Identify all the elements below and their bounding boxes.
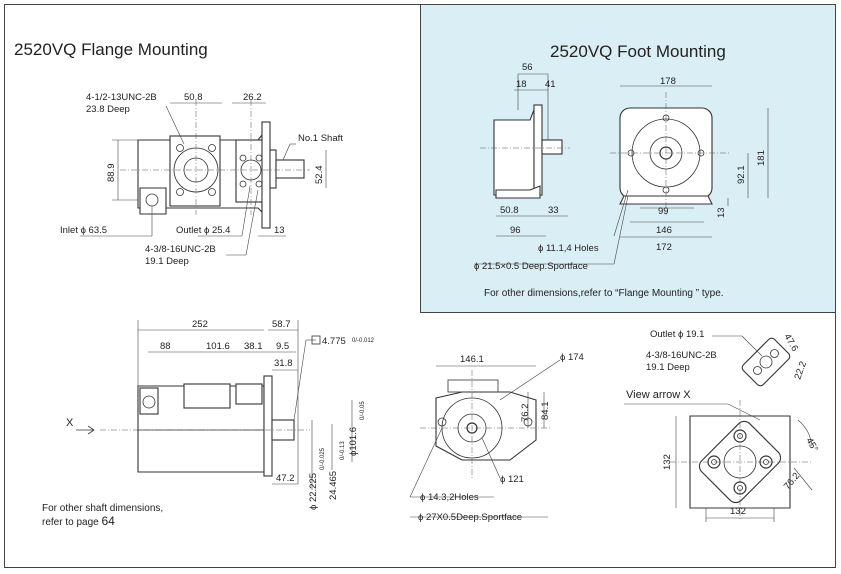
flange-outlet-label: Outlet ϕ 25.4	[176, 225, 230, 236]
shaft-note: For other shaft dimensions, refer to pag…	[42, 503, 163, 529]
shaft-note-line1: For other shaft dimensions,	[42, 503, 164, 514]
flange-shaft-label: No.1 Shaft	[298, 133, 343, 144]
flange-outlet-thread-label: 4-3/8-16UNC-2B	[145, 244, 216, 255]
foot-dim-41: 41	[545, 79, 556, 90]
side-dim-22-225: ϕ 22.225	[308, 473, 319, 510]
shaft-note-page: 64	[101, 514, 115, 528]
view-arrow-label: View arrow X	[626, 389, 691, 401]
foot-dim-33: 33	[548, 205, 559, 216]
flange-dim-88-9: 88.9	[106, 164, 117, 183]
foot-mounting-panel	[420, 4, 836, 313]
side-dim-24-465: 24.465	[328, 471, 339, 500]
foot-note: For other dimensions,refer to “Flange Mo…	[484, 288, 724, 299]
flange-drawing	[80, 100, 327, 256]
front-dim-76-2: 76.2	[520, 404, 531, 423]
view-deep-label: 19.1 Deep	[646, 362, 690, 373]
front-drawing	[409, 359, 561, 518]
foot-dim-146: 146	[656, 225, 672, 236]
side-drawing	[76, 320, 353, 490]
side-dim-88: 88	[160, 341, 171, 352]
flange-inlet-deep-label: 23.8 Deep	[86, 104, 130, 115]
view-dim-45: 45°	[803, 436, 820, 454]
flange-inlet-label: Inlet ϕ 63.5	[60, 225, 107, 236]
side-key-tol: 0/-0.012	[352, 338, 375, 344]
side-dim-58-7: 58.7	[272, 319, 291, 330]
foot-drawing	[474, 73, 769, 265]
side-dim-252: 252	[192, 319, 208, 330]
foot-spotface-label: ϕ 21.5×0.5 Deep.Sportface	[474, 261, 588, 272]
side-dim-101-6: 101.6	[206, 341, 230, 352]
flange-outlet-deep-label: 19.1 Deep	[145, 256, 189, 267]
front-spotface-label: ϕ 27X0.5Deep.Sportface	[418, 512, 522, 523]
side-dim-22-225-tol: 0/-0.025	[320, 447, 326, 470]
foot-dim-13: 13	[716, 207, 727, 218]
foot-dim-99: 99	[658, 206, 669, 217]
foot-dim-92-1: 92.1	[736, 166, 747, 185]
front-dim-121: ϕ 121	[500, 474, 524, 485]
foot-dim-18: 18	[516, 79, 527, 90]
side-dim-101-6-tol: 0/-0.05	[360, 401, 366, 420]
view-dim-22-2: 22.2	[792, 360, 809, 381]
view-outlet-label: Outlet ϕ 19.1	[650, 329, 704, 340]
foot-dim-50-8: 50.8	[500, 205, 519, 216]
side-x-marker: X	[66, 417, 74, 429]
side-key-label: 4.775	[322, 336, 346, 347]
view-thread-label: 4-3/8-16UNC-2B	[646, 350, 717, 361]
flange-dim-52-4: 52.4	[314, 166, 325, 185]
view-dim-132-horizontal: 132	[730, 506, 746, 517]
foot-holes-label: ϕ 11.1,4 Holes	[538, 243, 599, 254]
side-dim-31-8: 31.8	[274, 358, 293, 369]
front-dim-84-1: 84.1	[540, 402, 551, 421]
foot-dim-181: 181	[756, 150, 767, 166]
shaft-note-line2: refer to page 64	[42, 515, 163, 529]
foot-dim-96: 96	[510, 225, 521, 236]
flange-dim-13: 13	[274, 225, 285, 236]
front-dim-174: ϕ 174	[560, 352, 584, 363]
view-x-drawing	[624, 335, 813, 522]
flange-dim-50-8: 50.8	[184, 92, 203, 103]
flange-inlet-thread-label: 4-1/2-13UNC-2B	[86, 92, 157, 103]
shaft-note-prefix: refer to page	[42, 517, 102, 528]
foot-title: 2520VQ Foot Mounting	[550, 42, 726, 61]
foot-dim-56: 56	[522, 62, 533, 73]
foot-dim-178: 178	[660, 76, 676, 87]
side-dim-47-2: 47.2	[276, 473, 295, 484]
side-dim-38-1: 38.1	[244, 341, 263, 352]
front-holes-label: ϕ 14.3,2Holes	[420, 492, 479, 503]
side-dim-101-6-dia: ϕ101.6	[348, 427, 359, 456]
flange-title: 2520VQ Flange Mounting	[14, 40, 208, 59]
side-dim-24-465-tol: 0/-0.13	[340, 441, 346, 460]
view-dim-132-vertical: 132	[662, 454, 673, 470]
side-dim-9-5: 9.5	[276, 341, 289, 352]
flange-dim-26-2: 26.2	[243, 92, 262, 103]
foot-dim-172: 172	[656, 242, 672, 253]
front-dim-146-1: 146.1	[460, 354, 484, 365]
